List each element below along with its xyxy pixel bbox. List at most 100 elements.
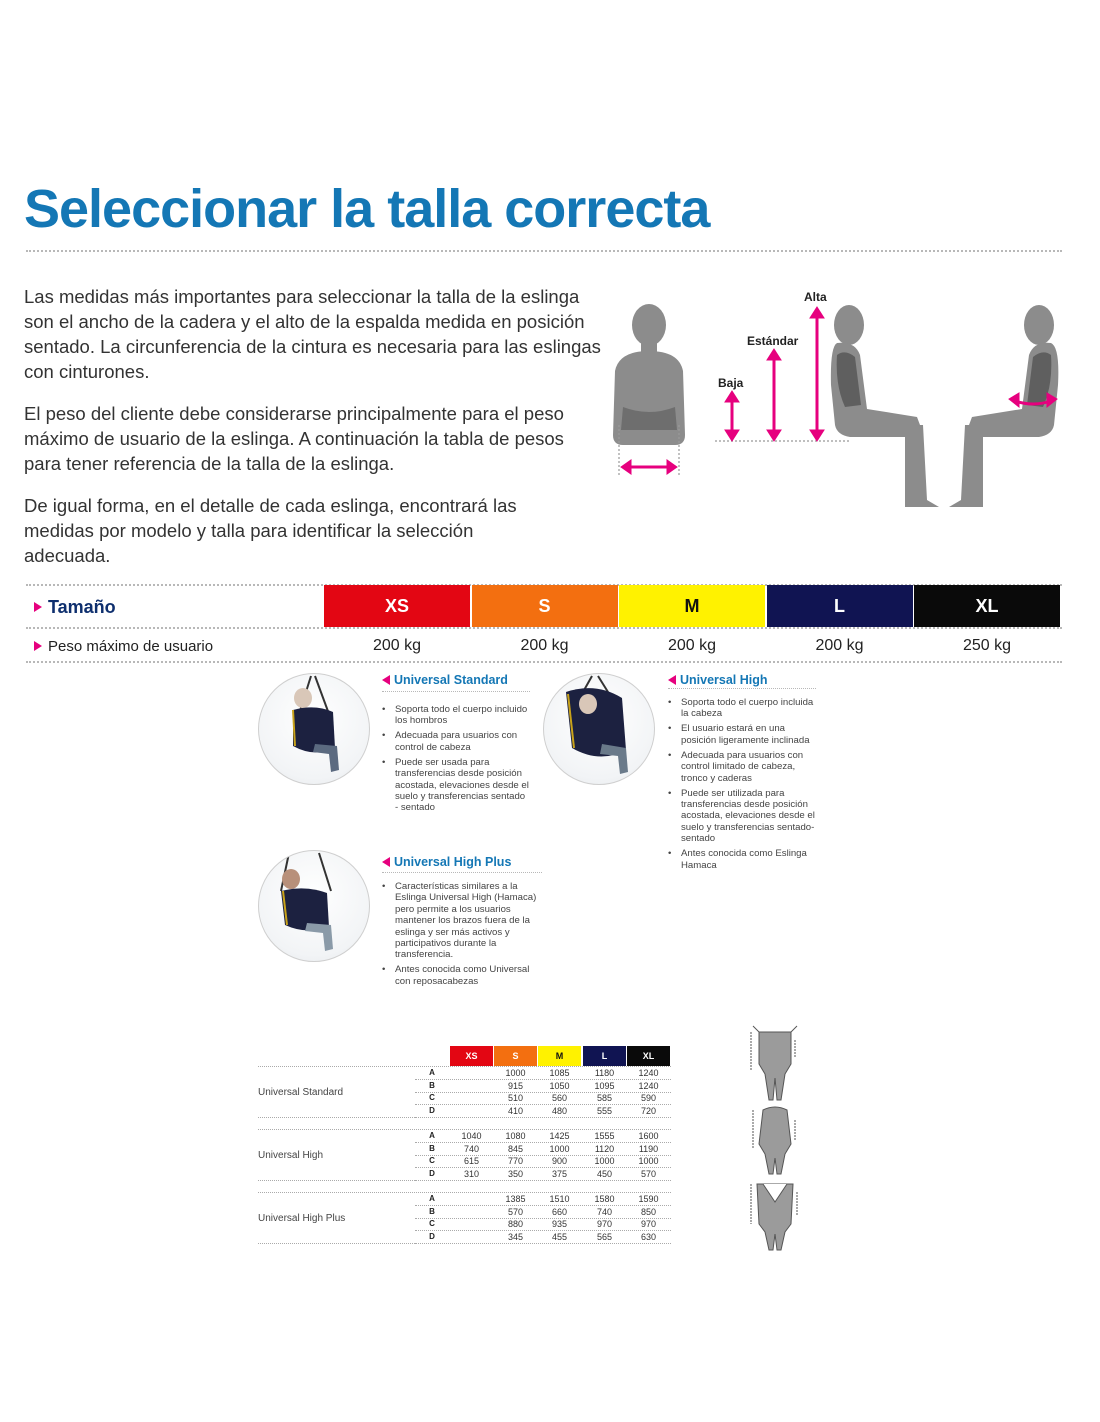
dim-value: 915 <box>507 1080 524 1091</box>
product-title-universal-standard: Universal Standard <box>382 673 508 687</box>
label-baja: Baja <box>718 376 744 390</box>
dim-value: 1050 <box>549 1080 570 1091</box>
universal-standard-bullets: Soporta todo el cuerpo incluido los homb… <box>382 704 530 817</box>
bullet: Adecuada para usuarios con control de ca… <box>382 730 530 753</box>
dim-value: 1580 <box>594 1194 615 1204</box>
size-table-mid-line <box>26 627 1062 629</box>
hip-width-arrow <box>620 459 678 475</box>
dim-value: 850 <box>640 1206 657 1217</box>
sling-user-image <box>566 675 628 774</box>
dim-letter: D <box>429 1105 435 1115</box>
dim-value: 935 <box>551 1219 568 1229</box>
dim-row-line <box>415 1167 671 1168</box>
dim-value: 565 <box>596 1231 613 1242</box>
bullet: Características similares a la Eslinga U… <box>382 881 542 961</box>
dim-letter: D <box>429 1168 435 1178</box>
dim-value: 1600 <box>638 1131 659 1141</box>
dim-header-xl: XL <box>627 1046 670 1066</box>
universal-standard-photo <box>258 673 370 785</box>
dim-value: 570 <box>507 1206 524 1217</box>
dim-value: 1000 <box>594 1156 615 1166</box>
dim-value: 455 <box>551 1231 568 1242</box>
dim-value: 970 <box>596 1219 613 1229</box>
dim-letter: C <box>429 1219 435 1228</box>
dim-value: 375 <box>551 1168 568 1179</box>
dim-header-s: S <box>494 1046 537 1066</box>
universal-high-plus-diagram <box>750 1183 798 1251</box>
dim-value: 1510 <box>549 1194 570 1204</box>
dim-value: 1385 <box>505 1194 526 1204</box>
product-divider <box>382 691 530 692</box>
sling-user-image <box>280 852 333 951</box>
product-title-universal-high: Universal High <box>668 673 768 687</box>
dim-letter: A <box>429 1131 435 1140</box>
dim-value: 615 <box>463 1156 480 1166</box>
height-arrows <box>724 306 825 442</box>
dim-value: 555 <box>596 1105 613 1116</box>
bullet: Puede ser usada para transferencias desd… <box>382 757 530 814</box>
dim-value: 880 <box>507 1219 524 1229</box>
dim-row-name: Universal High <box>258 1150 324 1161</box>
dim-row-line <box>415 1091 671 1093</box>
bullet: Soporta todo el cuerpo incluido los homb… <box>382 704 530 727</box>
pointer-icon <box>34 641 42 651</box>
universal-high-photo <box>543 673 655 785</box>
universal-standard-diagram <box>750 1025 798 1101</box>
dim-value: 570 <box>640 1168 657 1179</box>
sling-user-image <box>292 675 339 772</box>
universal-high-plus-bullets: Características similares a la Eslinga U… <box>382 881 542 991</box>
pointer-icon <box>34 602 42 612</box>
sling-diagrams <box>750 1025 798 1251</box>
product-title-universal-high-plus: Universal High Plus <box>382 855 511 869</box>
dim-value: 1240 <box>638 1080 659 1091</box>
dim-value: 660 <box>551 1206 568 1217</box>
dim-letter: A <box>429 1194 435 1203</box>
dim-header-m: M <box>538 1046 581 1066</box>
dim-value: 560 <box>551 1093 568 1103</box>
pointer-left-icon <box>668 675 676 685</box>
dim-value: 510 <box>507 1093 524 1103</box>
dim-value: 740 <box>596 1206 613 1217</box>
dim-row-name: Universal High Plus <box>258 1213 346 1224</box>
dim-value: 310 <box>463 1168 480 1179</box>
pointer-left-icon <box>382 857 390 867</box>
product-divider <box>668 688 816 689</box>
dim-value: 450 <box>596 1168 613 1179</box>
bullet: Adecuada para usuarios con control limit… <box>668 750 816 784</box>
dim-value: 740 <box>463 1143 480 1154</box>
dim-value: 1095 <box>594 1080 615 1091</box>
dim-value: 1000 <box>505 1068 526 1078</box>
dim-value: 1425 <box>549 1131 570 1141</box>
size-cell-xs: XS <box>324 585 470 627</box>
bullet: Antes conocida como Eslinga Hamaca <box>668 848 816 871</box>
dim-group-separator <box>258 1129 671 1130</box>
dim-letter: C <box>429 1156 435 1165</box>
dim-group-separator <box>258 1180 671 1181</box>
size-cell-m: M <box>619 585 765 627</box>
dim-letter: B <box>429 1206 435 1216</box>
universal-high-bullets: Soporta todo el cuerpo incluida la cabez… <box>668 697 816 875</box>
waist-arrow <box>1008 392 1058 409</box>
universal-high-plus-photo <box>258 850 370 962</box>
dim-group-separator <box>258 1117 671 1118</box>
dim-header-xs: XS <box>450 1046 493 1066</box>
dim-value: 1590 <box>638 1194 659 1204</box>
dim-value: 350 <box>507 1168 524 1179</box>
size-table-bottom-line <box>26 661 1062 663</box>
bullet: Soporta todo el cuerpo incluida la cabez… <box>668 697 816 720</box>
intro-paragraph-3: De igual forma, en el detalle de cada es… <box>24 495 517 566</box>
weight-cell-xl: 250 kg <box>962 637 1012 654</box>
weight-cell-l: 200 kg <box>815 637 864 654</box>
dim-row-line <box>415 1142 671 1143</box>
size-cell-xl: XL <box>914 585 1060 627</box>
dim-row-line <box>415 1230 671 1231</box>
dim-value: 1180 <box>594 1068 615 1078</box>
bullet: El usuario estará en una posición ligera… <box>668 723 816 746</box>
dim-row-line <box>415 1217 671 1219</box>
dim-value: 1040 <box>461 1131 482 1141</box>
dim-value: 970 <box>640 1219 657 1229</box>
dim-value: 1000 <box>638 1156 659 1166</box>
intro-paragraph-2: El peso del cliente debe considerarse pr… <box>24 403 564 474</box>
title-divider <box>26 250 1062 252</box>
weight-cell-m: 200 kg <box>667 637 717 654</box>
